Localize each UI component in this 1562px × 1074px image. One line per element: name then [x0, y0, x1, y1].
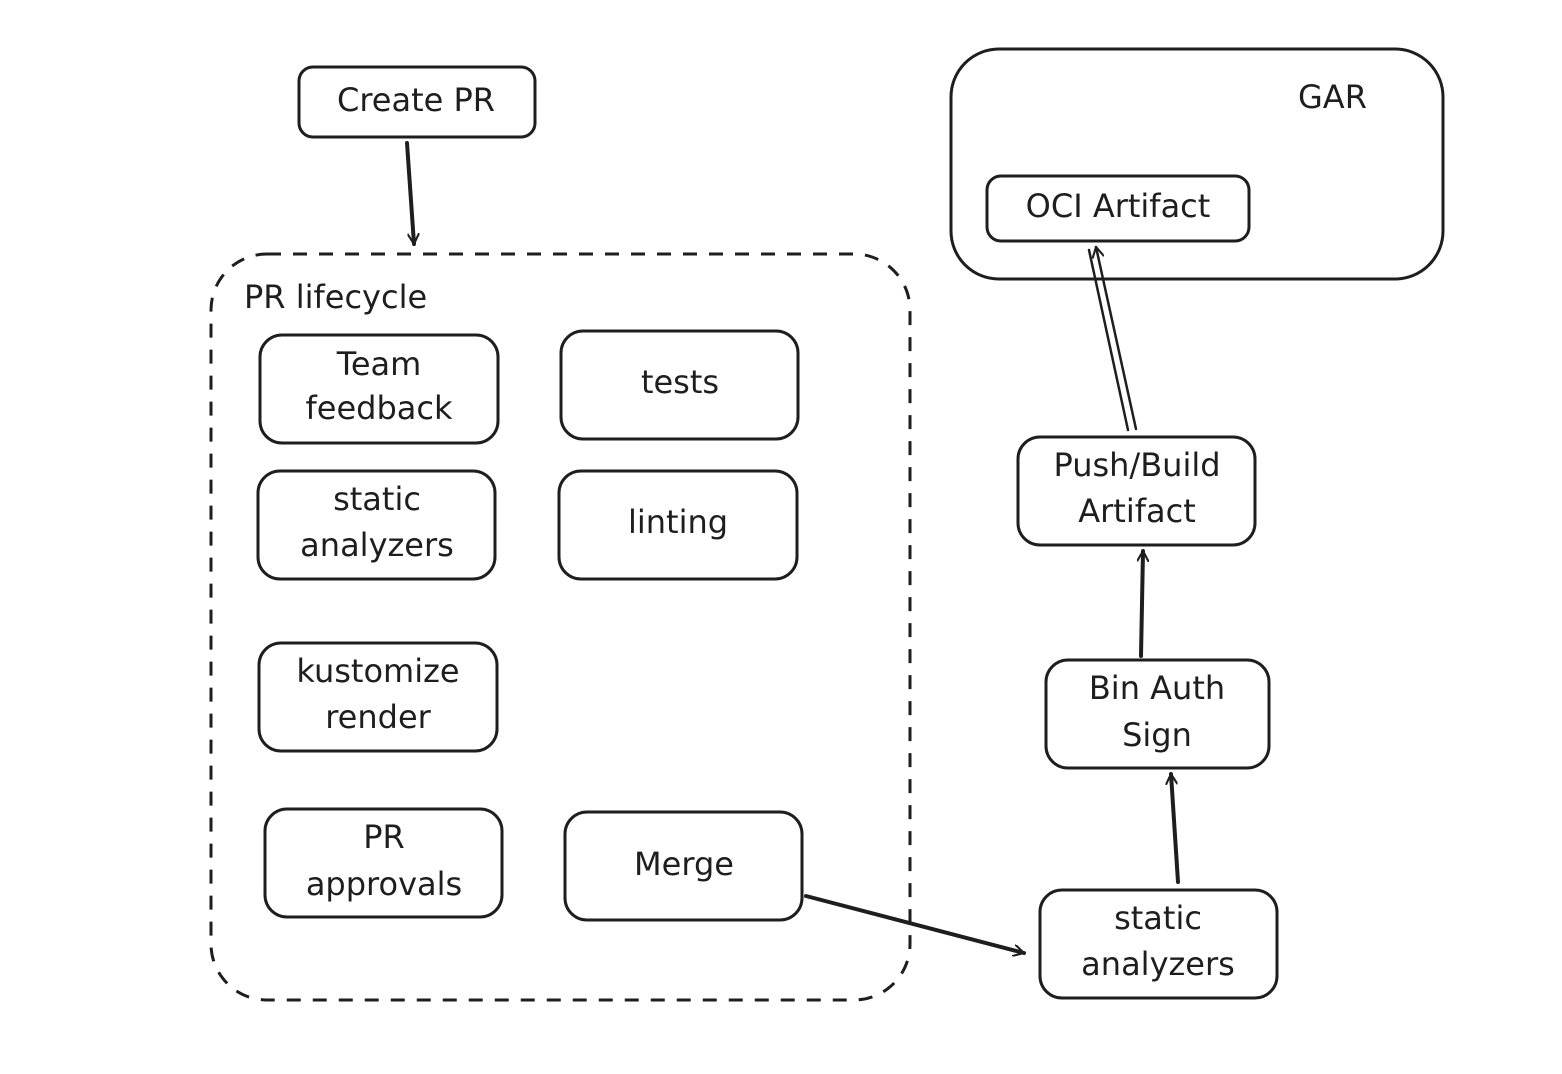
tests-box[interactable] [559, 329, 800, 441]
create-pr-node[interactable]: Create PR [297, 65, 537, 139]
kustomize-render-node[interactable]: kustomize render [257, 641, 499, 753]
pr-lifecycle-label: PR lifecycle [244, 278, 427, 316]
static-analyzers-inner-line-1: static [333, 480, 421, 518]
pr-approvals-box[interactable] [263, 807, 504, 919]
push-build-artifact-line-1: Push/Build [1053, 446, 1220, 484]
tests-node[interactable]: tests [559, 329, 800, 441]
pr-approvals-line-1: PR [363, 818, 405, 856]
tests-label: tests [641, 363, 719, 401]
bin-auth-sign-node[interactable]: Bin Auth Sign [1044, 658, 1271, 770]
merge-box[interactable] [563, 810, 804, 922]
team-feedback-box[interactable] [258, 333, 500, 445]
team-feedback-node[interactable]: Team feedback [258, 333, 500, 445]
kustomize-render-line-2: render [325, 698, 431, 736]
merge-label: Merge [634, 845, 734, 883]
oci-artifact-box[interactable] [985, 174, 1251, 243]
kustomize-render-box[interactable] [257, 641, 499, 753]
gar-container [949, 47, 1445, 281]
static-analyzers-inner-box[interactable] [256, 469, 497, 581]
static-analyzers-outer-node[interactable]: static analyzers [1038, 888, 1279, 1000]
gar-label: GAR [1298, 78, 1367, 116]
linting-label: linting [628, 503, 728, 541]
pr-approvals-line-2: approvals [306, 865, 462, 903]
edge-static-analyzers-to-bin-auth [1171, 772, 1180, 884]
static-analyzers-outer-line-1: static [1114, 899, 1202, 937]
create-pr-label: Create PR [337, 81, 495, 119]
static-analyzers-inner-node[interactable]: static analyzers [256, 469, 497, 581]
create-pr-box[interactable] [297, 65, 537, 139]
push-build-artifact-box[interactable] [1016, 435, 1257, 547]
gar-group: GAR [949, 47, 1445, 281]
team-feedback-line-1: Team [336, 345, 422, 383]
team-feedback-line-2: feedback [306, 389, 453, 427]
edge-merge-to-static-analyzers [804, 894, 1026, 953]
linting-box[interactable] [557, 469, 799, 581]
edge-push-build-to-oci-artifact [1096, 245, 1138, 431]
pr-approvals-node[interactable]: PR approvals [263, 807, 504, 919]
static-analyzers-outer-line-2: analyzers [1081, 945, 1235, 983]
oci-artifact-label: OCI Artifact [1026, 187, 1211, 225]
static-analyzers-outer-box[interactable] [1038, 888, 1279, 1000]
static-analyzers-inner-line-2: analyzers [300, 526, 454, 564]
kustomize-render-line-1: kustomize [296, 652, 459, 690]
oci-artifact-node[interactable]: OCI Artifact [985, 174, 1251, 243]
push-build-artifact-node[interactable]: Push/Build Artifact [1016, 435, 1257, 547]
linting-node[interactable]: linting [557, 469, 799, 581]
pr-lifecycle-group: PR lifecycle [209, 252, 912, 1002]
edge-push-build-to-oci-artifact-stroke-2 [1087, 248, 1130, 432]
bin-auth-sign-line-2: Sign [1122, 716, 1192, 754]
edge-create-pr-to-lifecycle [405, 141, 414, 246]
edge-bin-auth-to-push-build [1141, 549, 1143, 658]
merge-node[interactable]: Merge [563, 810, 804, 922]
bin-auth-sign-line-1: Bin Auth [1089, 669, 1225, 707]
pr-lifecycle-container [209, 252, 912, 1002]
bin-auth-sign-box[interactable] [1044, 658, 1271, 770]
push-build-artifact-line-2: Artifact [1078, 492, 1196, 530]
